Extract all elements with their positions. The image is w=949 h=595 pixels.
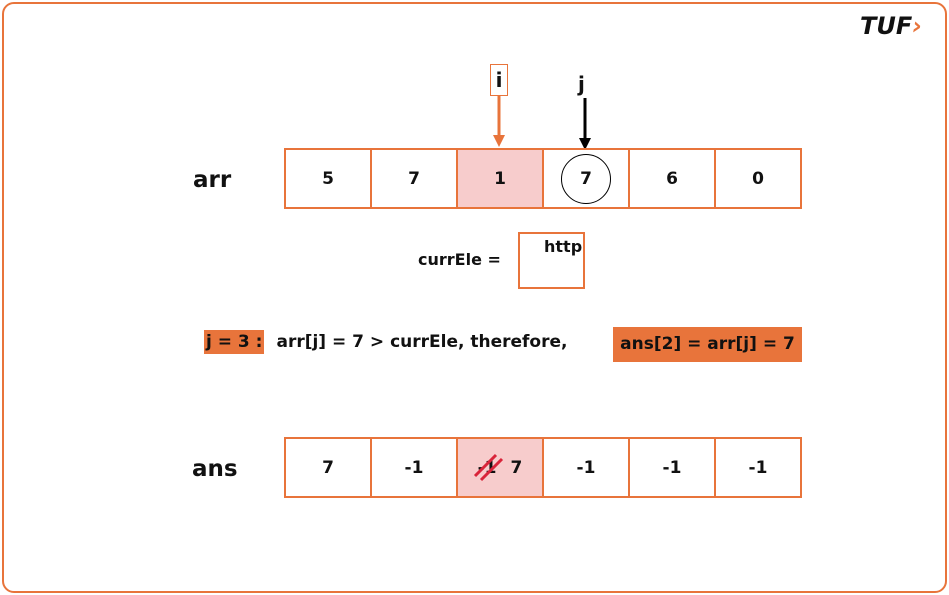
arr-cell: 7	[370, 148, 458, 209]
tuf-logo: TUF›	[860, 12, 922, 40]
circled-value: 7	[561, 153, 611, 204]
logo-text: TUF	[860, 12, 913, 40]
arr-cell-highlighted: 1	[456, 148, 544, 209]
result-tag: ans[2] = arr[j] = 7	[613, 327, 802, 362]
currele-label: currEle =	[418, 250, 501, 269]
currele-value: http	[544, 237, 583, 256]
strike-icon	[473, 453, 503, 481]
arr-cell-circled: 7	[542, 148, 630, 209]
explanation: j = 3 : arr[j] = 7 > currEle, therefore,	[204, 330, 567, 354]
pointer-i-arrow-icon	[493, 95, 505, 147]
arr-row: 5 7 1 7 6 0	[284, 148, 802, 209]
ans-cell: -1	[542, 437, 630, 498]
step-tag: j = 3 :	[204, 330, 265, 354]
ans-row: 7 -1 -1 7 -1 -1 -1	[284, 437, 802, 498]
arr-cell: 0	[714, 148, 802, 209]
currele-box: http	[518, 232, 585, 289]
ans-cell: -1	[370, 437, 458, 498]
struck-old-value: -1	[473, 453, 503, 481]
pointer-j-arrow-icon	[579, 98, 591, 150]
ans-cell: -1	[714, 437, 802, 498]
arr-cell: 6	[628, 148, 716, 209]
ans-label: ans	[192, 456, 238, 482]
ans-cell: 7	[284, 437, 372, 498]
arr-cell: 5	[284, 148, 372, 209]
ans-cell-updated: -1 7	[456, 437, 544, 498]
explanation-text: arr[j] = 7 > currEle, therefore,	[276, 332, 568, 352]
pointer-j-label: j	[578, 72, 585, 96]
logo-chevron-icon: ›	[912, 12, 923, 40]
ans-cell: -1	[628, 437, 716, 498]
new-value: 7	[510, 457, 523, 478]
pointer-i-label: i	[490, 64, 508, 96]
arr-label: arr	[193, 167, 232, 193]
